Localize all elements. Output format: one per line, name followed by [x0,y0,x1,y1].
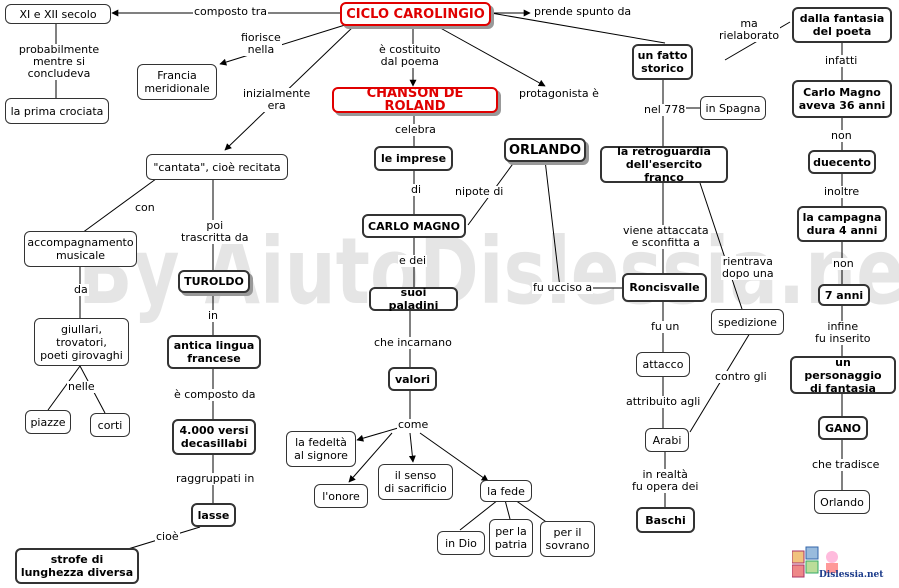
node-prima-crociata: la prima crociata [5,98,109,124]
label-protagonista: protagonista è [518,87,600,100]
label-con: con [134,201,156,214]
node-arabi: Arabi [645,428,689,452]
node-cantata: "cantata", cioè recitata [146,154,288,180]
node-strofe: strofe di lunghezza diversa [15,548,139,584]
label-rientrava: rientrava dopo una [721,255,775,280]
label-costituito: è costituito dal poema [378,43,442,68]
label-contro-gli: contro gli [714,370,768,383]
node-fatto-storico: un fatto storico [632,44,693,80]
node-imprese: le imprese [374,146,453,171]
node-campagna: la campagna dura 4 anni [797,206,887,242]
node-fede: la fede [480,480,532,502]
label-che-tradisce: che tradisce [811,458,881,471]
node-turoldo: TUROLDO [178,270,250,293]
node-spedizione: spedizione [711,309,784,335]
node-fantasia-poeta: dalla fantasia del poeta [792,7,892,43]
node-in-dio: in Dio [437,531,485,555]
node-piazze: piazze [25,410,71,434]
node-valori: valori [388,367,437,391]
node-corti: corti [90,413,130,437]
logo-text: Dislessia.net [819,570,884,580]
node-orlando: ORLANDO [504,138,586,162]
label-inizialmente-era: inizialmente era [242,87,312,112]
label-e-dei: e dei [398,254,428,267]
node-per-il-sovrano: per il sovrano [540,521,595,557]
label-che-incarnano: che incarnano [373,336,453,349]
label-di: di [410,183,423,196]
label-in: in [207,309,220,322]
node-carlo-magno: CARLO MAGNO [362,214,466,238]
node-attacco: attacco [636,352,690,377]
node-fedelta: la fedeltà al signore [286,431,356,467]
label-infine: infine fu inserito [814,320,872,345]
node-francia: Francia meridionale [137,64,217,100]
node-duecento: duecento [808,150,876,174]
node-roncisvalle: Roncisvalle [622,273,707,302]
label-inoltre: inoltre [823,185,861,198]
label-fiorisce-nella: fiorisce nella [240,31,282,56]
label-come: come [397,418,430,431]
label-nelle: nelle [67,380,96,393]
node-chanson-de-roland: CHANSON DE ROLAND [332,87,498,113]
node-onore: l'onore [314,484,368,508]
node-lingua: antica lingua francese [167,335,261,369]
label-infatti: infatti [824,54,859,67]
node-baschi: Baschi [636,507,695,533]
node-ciclo-carolingio: CICLO CAROLINGIO [340,2,491,26]
label-in-realta: in realtà fu opera dei [631,468,700,493]
node-in-spagna: in Spagna [700,96,766,120]
node-personaggio: un personaggio di fantasia [790,356,896,395]
node-versi: 4.000 versi decasillabi [172,419,256,455]
node-secolo: XI e XII secolo [5,4,111,24]
label-non-2: non [832,257,855,270]
label-da: da [73,283,89,296]
label-celebra: celebra [394,123,437,136]
node-per-la-patria: per la patria [489,519,533,557]
node-retroguardia: la retroguardia dell'esercito franco [600,145,728,184]
node-accompagnamento: accompagnamento musicale [24,231,137,267]
node-paladini: suoi paladini [369,286,458,312]
label-cioe: cioè [155,530,180,543]
label-ma-rielaborato: ma rielaborato [718,17,781,42]
label-fu-un: fu un [650,320,681,333]
label-attribuito: attribuito agli [625,395,702,408]
label-nel-778: nel 778 [643,103,687,116]
node-lasse: lasse [191,503,236,527]
label-prende-spunto: prende spunto da [533,5,633,18]
node-carlo-36-anni: Carlo Magno aveva 36 anni [792,80,892,118]
label-raggruppati: raggruppati in [175,472,256,485]
node-7-anni: 7 anni [818,284,870,306]
node-orlando-tradito: Orlando [814,490,870,514]
label-non-1: non [830,129,853,142]
node-senso-sacrificio: il senso di sacrificio [378,464,453,500]
label-viene-attaccata: viene attaccata e sconfitta a [622,224,710,249]
label-probabilmente: probabilmente mentre si concludeva [0,44,118,80]
label-nipote-di: nipote di [454,185,505,198]
label-fu-ucciso: fu ucciso a [532,281,594,294]
node-giullari: giullari, trovatori, poeti girovaghi [34,318,129,366]
label-composto-tra: composto tra [193,5,269,18]
label-poi-trascritta: poi trascritta da [180,219,250,244]
label-e-composto: è composto da [173,388,257,401]
node-gano: GANO [818,416,868,440]
